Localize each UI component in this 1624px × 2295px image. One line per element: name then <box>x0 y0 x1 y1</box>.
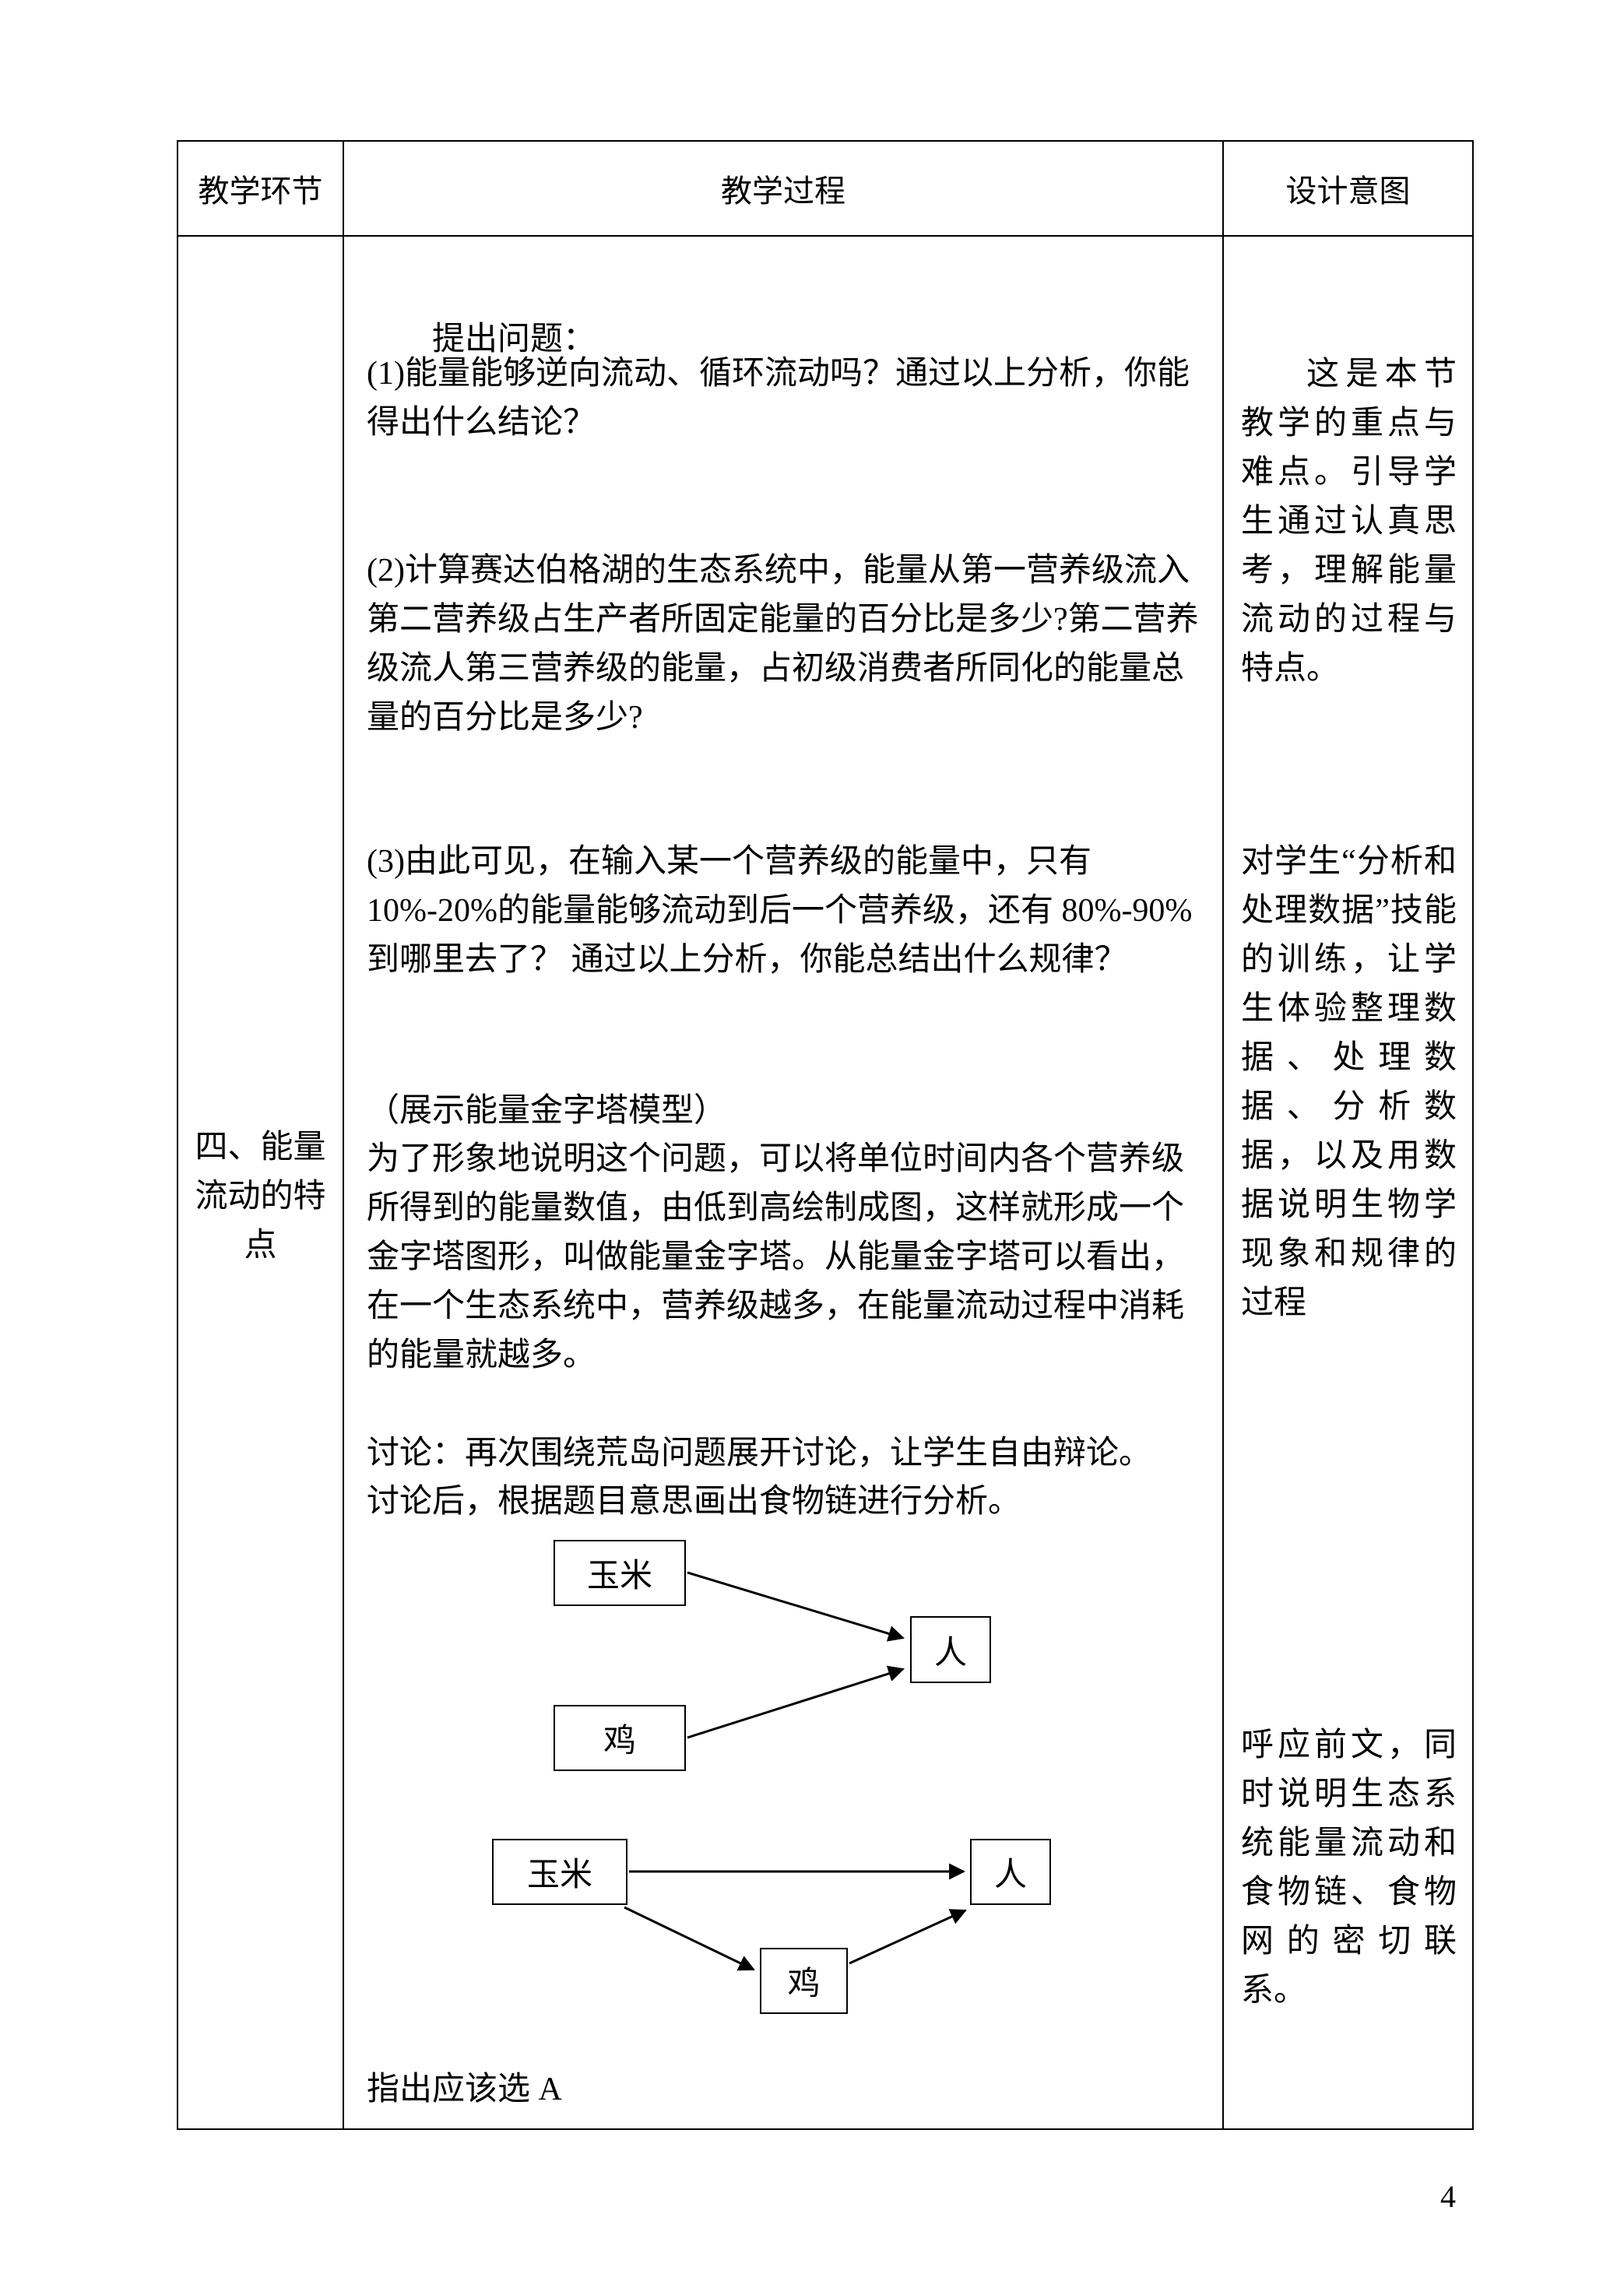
discussion-line1: 讨论：再次围绕荒岛问题展开讨论，让学生自由辩论。 <box>367 1436 1152 1471</box>
diagram1-person-box: 人 <box>910 1616 991 1683</box>
header-design-intent-label: 设计意图 <box>1285 174 1411 209</box>
diagram1-corn-label: 玉米 <box>586 1559 652 1594</box>
pyramid-model-note: （展示能量金字塔模型） <box>367 1093 727 1129</box>
ask-questions-label: 提出问题： <box>432 322 596 357</box>
intent-block-3: 呼应前文，同时说明生态系统能量流动和食物链、食物网的密切联系。 <box>1241 1727 1457 2009</box>
diagram2-chicken-label: 鸡 <box>787 1966 821 2002</box>
answer-note: 指出应该选 A <box>367 2072 562 2107</box>
diagram1-person-label: 人 <box>933 1635 967 1671</box>
intent-block-2: 对学生“分析和处理数据”技能的训练，让学生体验整理数据、处理数据、分析数据，以及… <box>1241 844 1457 1321</box>
question-2: (2)计算赛达伯格湖的生态系统中，能量从第一营养级流入第二营养级占生产者所固定能… <box>367 553 1199 736</box>
stage-title-line1: 四、能量 <box>195 1130 326 1165</box>
page-number: 4 <box>1440 2179 1456 2214</box>
header-teaching-process: 教学过程 <box>344 142 1224 237</box>
stage-title: 四、能量 流动的特 点 <box>178 1123 343 1271</box>
lesson-plan-table: 教学环节 教学过程 设计意图 四、能量 流动的特 点 提出问题： (1)能量能够… <box>177 140 1474 2130</box>
diagram1-corn-box: 玉米 <box>554 1540 686 1606</box>
diagram1-chicken-box: 鸡 <box>554 1705 686 1771</box>
intent-block-1: 这是本节教学的重点与难点。引导学生通过认真思考，理解能量流动的过程与特点。 <box>1241 357 1457 687</box>
intent-cell: 这是本节教学的重点与难点。引导学生通过认真思考，理解能量流动的过程与特点。 对学… <box>1224 237 1472 2128</box>
discussion-line2: 讨论后，根据题目意思画出食物链进行分析。 <box>367 1484 1021 1520</box>
question-1: (1)能量能够逆向流动、循环流动吗？通过以上分析，你能得出什么结论？ <box>367 356 1190 441</box>
diagram2-person-box: 人 <box>970 1839 1051 1905</box>
header-teaching-stage: 教学环节 <box>178 142 344 237</box>
diagram2-person-label: 人 <box>993 1857 1027 1893</box>
stage-title-line3: 点 <box>244 1228 277 1263</box>
question-3: (3)由此可见，在输入某一个营养级的能量中，只有 10%-20%的能量能够流动到… <box>367 844 1193 978</box>
diagram2-corn-label: 玉米 <box>526 1857 592 1893</box>
stage-cell: 四、能量 流动的特 点 <box>178 237 344 2128</box>
header-teaching-stage-label: 教学环节 <box>198 174 323 209</box>
header-design-intent: 设计意图 <box>1224 142 1472 237</box>
header-teaching-process-label: 教学过程 <box>721 174 845 209</box>
diagram2-corn-box: 玉米 <box>492 1839 627 1905</box>
diagram1-chicken-label: 鸡 <box>603 1724 636 1759</box>
stage-title-line2: 流动的特 <box>195 1179 326 1214</box>
process-cell: 提出问题： (1)能量能够逆向流动、循环流动吗？通过以上分析，你能得出什么结论？… <box>344 237 1224 2128</box>
pyramid-paragraph: 为了形象地说明这个问题，可以将单位时间内各个营养级所得到的能量数值，由低到高绘制… <box>367 1141 1185 1373</box>
diagram2-chicken-box: 鸡 <box>760 1948 848 2014</box>
